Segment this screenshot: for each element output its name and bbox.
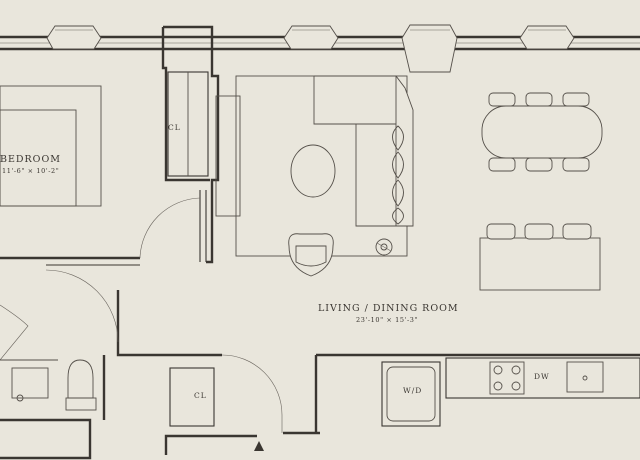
closet-label-lower: CL	[194, 391, 207, 400]
dining-table	[481, 92, 603, 172]
closet-label-upper: CL	[168, 123, 181, 132]
north-arrow-icon	[254, 441, 264, 451]
hall-door-swing	[45, 269, 119, 343]
living-dining-label: LIVING / DINING ROOM	[318, 303, 459, 314]
entry-door-swing	[221, 354, 283, 433]
washer-dryer	[381, 361, 441, 427]
bedroom-dimensions: 11'-6" × 10'-2"	[2, 167, 59, 175]
kitchen-island	[479, 223, 601, 291]
living-dining-dimensions: 23'-10" × 15'-3"	[356, 316, 418, 324]
sofa-and-rug	[215, 75, 414, 277]
dishwasher-label: DW	[534, 372, 550, 381]
kitchen-counter	[445, 357, 640, 399]
window-bays	[46, 24, 575, 73]
bedroom-door-swing	[139, 197, 201, 259]
bedroom	[0, 85, 140, 266]
bathroom-fixtures	[0, 355, 106, 420]
bedroom-label: BEDROOM	[0, 154, 61, 165]
washer-dryer-label: W/D	[403, 386, 422, 395]
bath-door-swing	[0, 304, 29, 361]
south-walls	[0, 290, 640, 460]
side-table	[375, 238, 393, 256]
lower-closet	[169, 367, 215, 427]
central-partition	[161, 25, 220, 264]
